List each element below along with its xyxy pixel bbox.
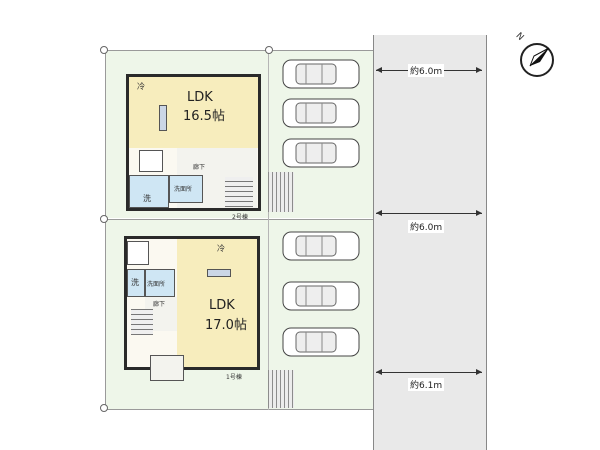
parking-car <box>282 138 360 168</box>
building-label-unit2: 2号棟 <box>232 214 248 221</box>
kitchen-counter-unit1 <box>207 269 231 277</box>
ldk-label-unit2: LDK <box>187 90 213 105</box>
washroom-label-unit2: 洗面所 <box>174 186 193 193</box>
boundary-left <box>105 50 106 410</box>
stairs-unit2 <box>225 177 253 207</box>
road-width-dimension <box>376 369 482 375</box>
house-unit1: LDK 17.0帖 廊下 洗面所 洗 冷 <box>124 236 260 370</box>
washroom-label-unit1: 洗面所 <box>147 281 166 288</box>
parking-car <box>282 98 360 128</box>
ldk-label-unit1: LDK <box>209 298 235 313</box>
deck-unit1 <box>268 370 294 408</box>
road-width-dimension <box>376 210 482 216</box>
boundary-bottom <box>105 409 373 410</box>
boundary-middle <box>105 219 373 220</box>
boundary-divider <box>268 50 269 410</box>
road-width-label: 約6.0m <box>408 220 445 233</box>
bath-unit2 <box>129 175 169 208</box>
kitchen-counter-unit2 <box>159 105 167 131</box>
parking-car <box>282 281 360 311</box>
boundary-marker <box>265 46 273 54</box>
ldk-size-unit1: 17.0帖 <box>205 318 247 333</box>
north-compass-icon <box>520 43 554 77</box>
parking-car <box>282 327 360 357</box>
wash-label-unit2: 洗 <box>143 194 151 203</box>
washroom-unit1 <box>145 269 175 297</box>
boundary-top <box>105 50 373 51</box>
boundary-marker <box>100 215 108 223</box>
ldk-room-unit2 <box>129 77 258 148</box>
washroom-unit2 <box>169 175 203 203</box>
building-label-unit1: 1号棟 <box>226 374 242 381</box>
fridge-label-unit2: 冷 <box>137 82 145 91</box>
toilet-unit1 <box>127 241 149 265</box>
entrance-porch-unit1 <box>150 355 184 381</box>
toilet-unit2 <box>139 150 163 172</box>
bath-unit1 <box>127 269 145 297</box>
parking-car <box>282 59 360 89</box>
fridge-label-unit1: 冷 <box>217 244 225 253</box>
ldk-size-unit2: 16.5帖 <box>183 109 225 124</box>
parking-car <box>282 231 360 261</box>
stairs-unit1 <box>131 309 153 335</box>
house-unit2: LDK 16.5帖 廊下 洗面所 洗 冷 <box>126 74 261 211</box>
wash-label-unit1: 洗 <box>131 278 139 287</box>
hallway-label-unit1: 廊下 <box>153 301 166 308</box>
road-width-label: 約6.1m <box>408 378 445 391</box>
boundary-marker <box>100 46 108 54</box>
boundary-marker <box>100 404 108 412</box>
hallway-label-unit2: 廊下 <box>193 164 206 171</box>
road-width-label: 約6.0m <box>408 64 445 77</box>
ldk-room-unit1 <box>177 239 257 367</box>
deck-unit2 <box>268 172 294 212</box>
